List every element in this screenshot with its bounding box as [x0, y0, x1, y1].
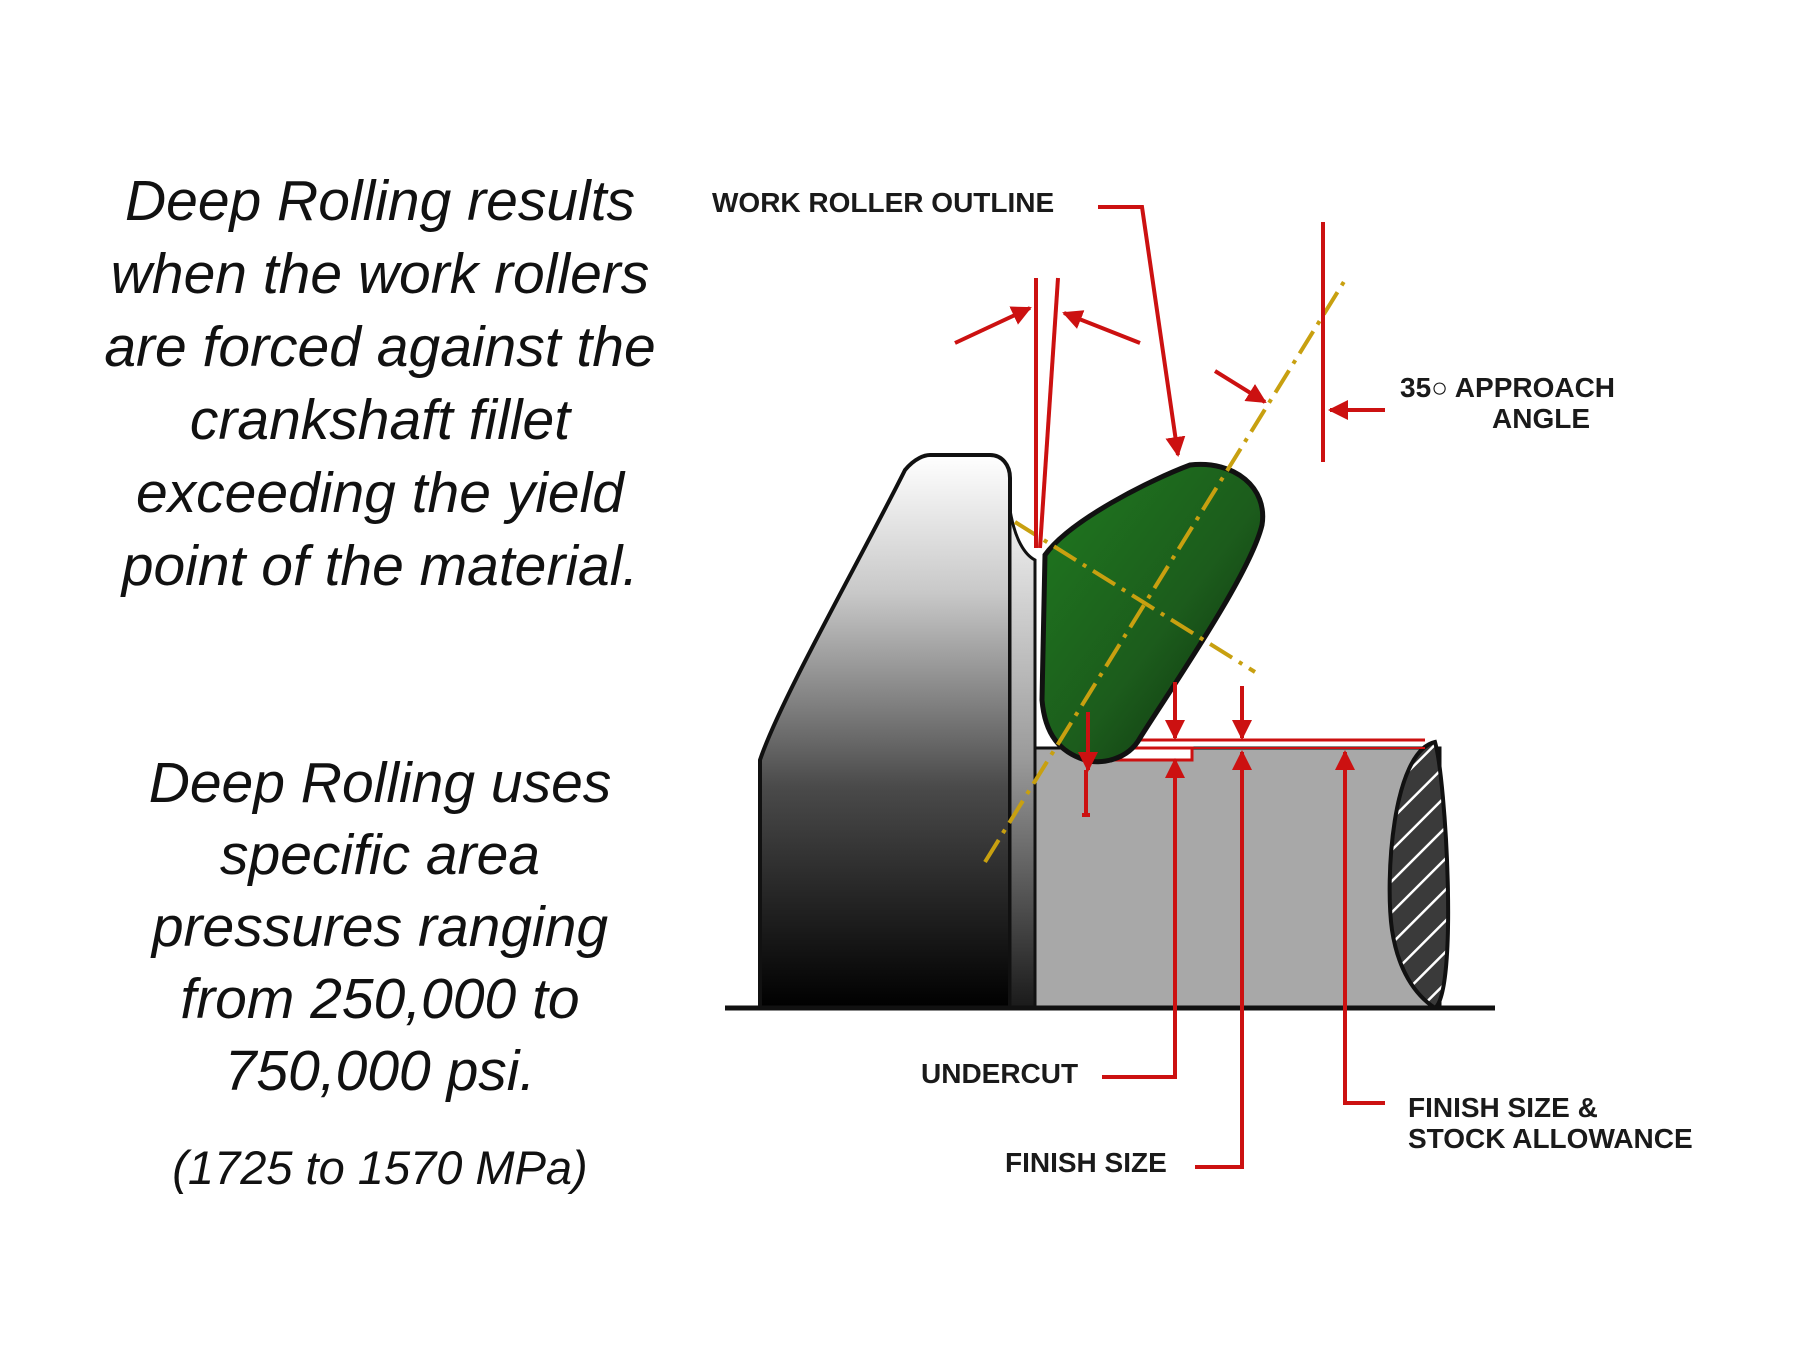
label-approach-angle-line2: ANGLE [1492, 403, 1590, 434]
paragraph-2-line: Deep Rolling uses [148, 751, 612, 815]
metric-pressure-note: (1725 to 1570 MPa) [80, 1140, 680, 1196]
journal-cross-section-hatch [1387, 739, 1451, 1011]
work-roller-outline-leader [1098, 205, 1186, 457]
work-roller [1039, 461, 1266, 765]
paragraph-2-line: 750,000 psi. [224, 1039, 536, 1103]
crankshaft-flange [758, 453, 1012, 1010]
label-finish-stock-line1: FINISH SIZE & [1408, 1092, 1598, 1123]
paragraph-2-line: from 250,000 to [180, 967, 580, 1031]
approach-angle-markers [954, 222, 1385, 549]
metric-pressure-note-text: (1725 to 1570 MPa) [172, 1141, 588, 1194]
finish-size-leader [1195, 686, 1252, 1169]
paragraph-1-line: are forced against the [104, 315, 656, 379]
paragraph-1-line: exceeding the yield [135, 461, 624, 525]
label-approach-angle-line1: 35○ APPROACH [1400, 372, 1615, 403]
undercut-leader [1078, 682, 1185, 1079]
label-finish-stock-line2: STOCK ALLOWANCE [1408, 1123, 1693, 1154]
paragraph-1-line: when the work rollers [110, 242, 650, 306]
roller-centerlines [983, 278, 1347, 864]
paragraph-1-line: point of the material. [121, 534, 639, 598]
crankshaft-fillet [1008, 509, 1037, 1010]
journal-body [1033, 739, 1451, 1011]
paragraph-1-line: Deep Rolling results [124, 169, 636, 233]
label-finish-size: FINISH SIZE [1005, 1147, 1167, 1178]
label-undercut: UNDERCUT [921, 1058, 1078, 1089]
description-paragraph-2: Deep Rolling uses specific area pressure… [80, 747, 680, 1107]
paragraph-2-line: pressures ranging [151, 895, 609, 959]
paragraph-2-line: specific area [220, 823, 540, 887]
label-work-roller-outline: WORK ROLLER OUTLINE [712, 187, 1054, 218]
finish-stock-leader [1335, 750, 1385, 1105]
description-paragraph-1: Deep Rolling results when the work rolle… [80, 165, 680, 603]
paragraph-1-line: crankshaft fillet [189, 388, 571, 452]
